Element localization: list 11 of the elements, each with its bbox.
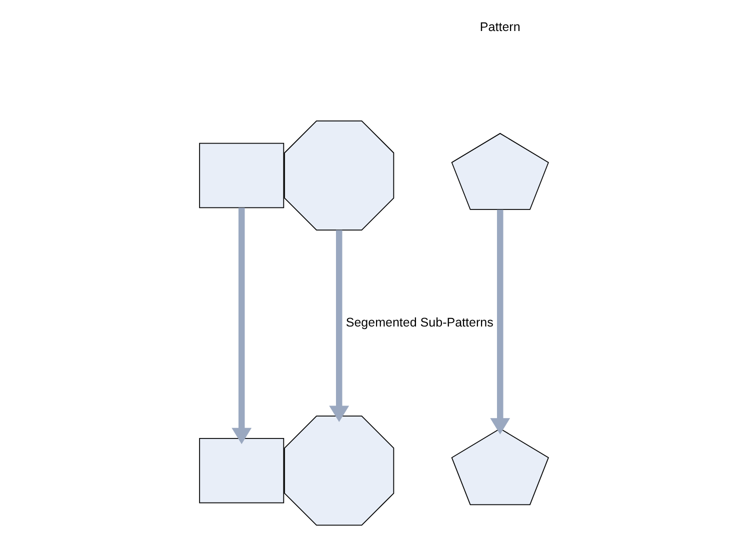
- node-octagon: [284, 120, 394, 230]
- arrow: [329, 230, 350, 422]
- node-pentagon: [451, 428, 549, 506]
- node-box: [199, 142, 284, 208]
- node-box: [199, 438, 284, 504]
- label: Segemented Sub-Patterns: [346, 315, 494, 330]
- arrow: [490, 210, 510, 434]
- label: Pattern: [480, 20, 520, 34]
- node-pentagon: [451, 132, 549, 210]
- node-octagon: [284, 416, 394, 526]
- arrow: [232, 208, 252, 444]
